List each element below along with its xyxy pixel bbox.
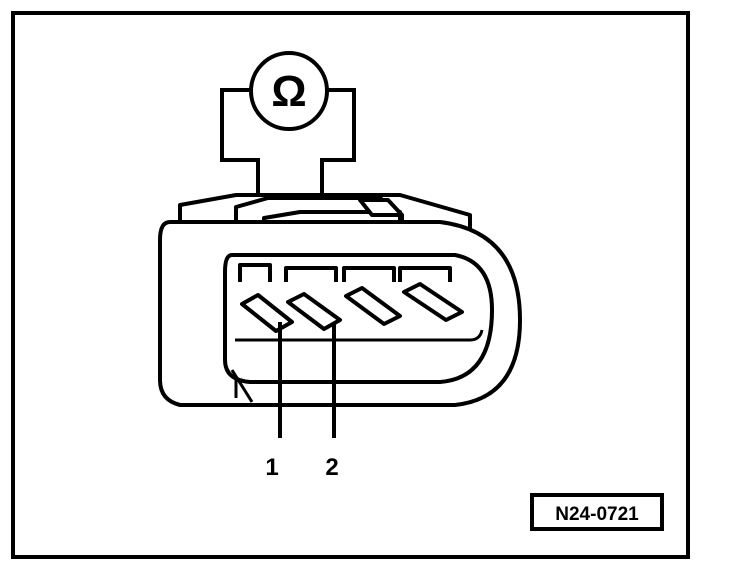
- pin-label-1: 1: [265, 454, 278, 481]
- reference-code: N24-0721: [555, 504, 639, 525]
- ohmmeter-icon: Ω: [249, 51, 329, 131]
- reference-code-box: N24-0721: [530, 493, 664, 531]
- pin-2: [286, 292, 342, 331]
- connector-pins: [240, 282, 464, 333]
- connector-housing: [158, 193, 522, 407]
- pin-4: [402, 282, 464, 322]
- pin-leaders: [278, 322, 336, 438]
- pin-label-2: 2: [325, 454, 338, 481]
- pin-3: [344, 286, 402, 326]
- ohm-symbol: Ω: [271, 67, 306, 116]
